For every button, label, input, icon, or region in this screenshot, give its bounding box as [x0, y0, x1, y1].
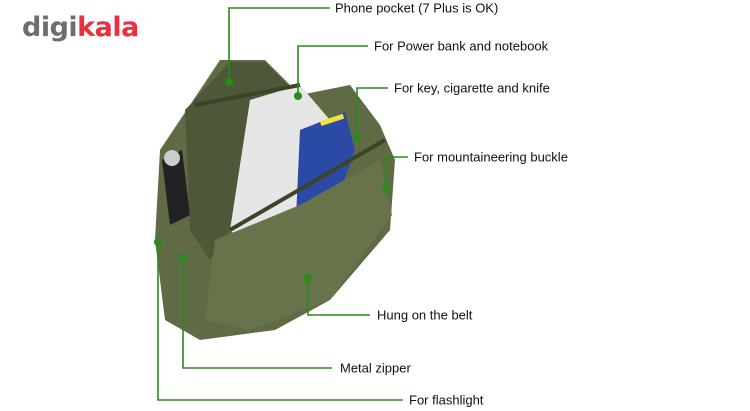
callout-lines [157, 7, 408, 401]
callout-line-zipper [182, 258, 332, 369]
callout-line-power-bank [297, 45, 368, 96]
callout-dots [154, 78, 390, 282]
callout-power-bank: For Power bank and notebook [374, 38, 549, 54]
power-bank [230, 85, 330, 255]
callout-zipper: Metal zipper [340, 360, 411, 376]
callout-line-key-pocket [356, 87, 388, 138]
callout-dot-belt [304, 274, 312, 282]
callout-dot-flashlight [154, 238, 162, 246]
callout-buckle: For mountaineering buckle [414, 149, 568, 165]
callout-dot-power-bank [294, 92, 302, 100]
zipper-lines [194, 83, 387, 232]
callout-dot-buckle [382, 185, 390, 193]
callout-belt: Hung on the belt [377, 307, 473, 323]
callout-phone-pocket: Phone pocket (7 Plus is OK) [335, 0, 499, 16]
flashlight [162, 150, 190, 225]
digikala-logo: digikala [22, 12, 139, 43]
callout-key-pocket: For key, cigarette and knife [394, 80, 550, 96]
callout-flashlight: For flashlight [409, 392, 484, 408]
callout-line-phone-pocket [228, 7, 330, 82]
callout-dot-phone-pocket [225, 78, 233, 86]
callout-dot-key-pocket [353, 134, 361, 142]
callout-dot-zipper [179, 254, 187, 262]
bag-photo [155, 60, 395, 340]
callout-line-flashlight [157, 242, 403, 401]
callout-line-belt [307, 278, 370, 316]
callout-line-buckle [385, 156, 408, 189]
